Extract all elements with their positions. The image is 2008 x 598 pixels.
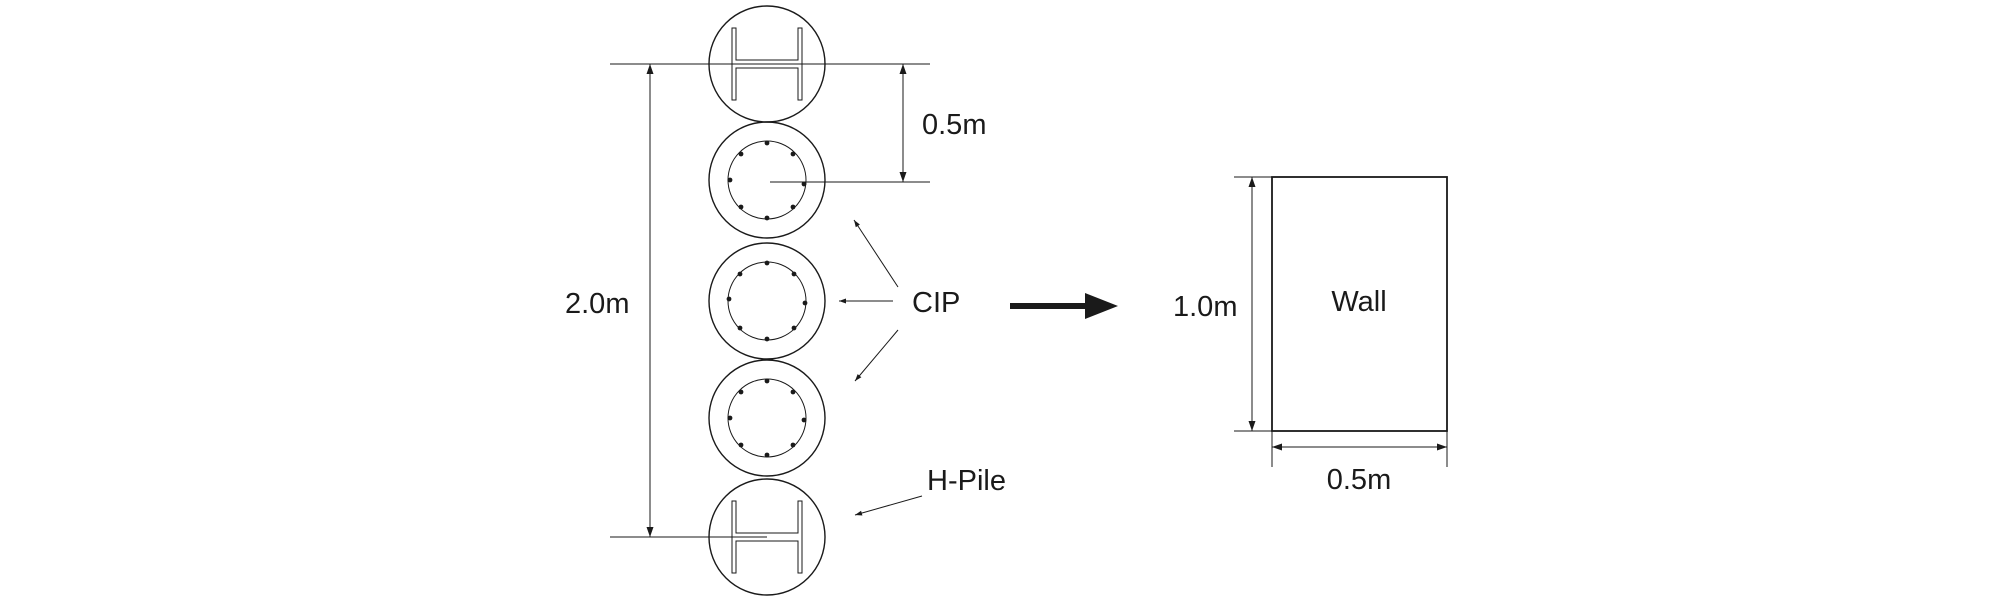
total-height-label: 2.0m — [565, 288, 629, 320]
cip-label: CIP — [912, 287, 960, 319]
rebar-dots — [726, 260, 808, 342]
rebar-dots — [727, 378, 807, 458]
wall-width-label: 0.5m — [1327, 464, 1391, 496]
total-height-dimension: 2.0m — [565, 63, 930, 538]
wall-rectangle — [1271, 176, 1448, 432]
wall-label: Wall — [1331, 286, 1386, 318]
pile-column — [708, 5, 826, 596]
cip-pile-2 — [708, 242, 826, 360]
wall-height-dimension: 1.0m — [1173, 176, 1272, 432]
cip-pile-3 — [708, 359, 826, 477]
h-pile-callout: H-Pile — [854, 465, 1006, 516]
transform-arrow — [1010, 293, 1118, 319]
spacing-dimension: 0.5m — [770, 64, 986, 183]
h-section-icon — [731, 500, 803, 574]
cip-pile-1 — [708, 121, 826, 239]
h-pile-label: H-Pile — [927, 465, 1006, 497]
equivalent-wall: Wall — [1271, 176, 1448, 432]
h-section-icon — [731, 27, 803, 101]
wall-height-label: 1.0m — [1173, 291, 1237, 323]
rebar-dots — [727, 140, 807, 221]
cip-callout: CIP — [839, 219, 960, 382]
wall-width-dimension: 0.5m — [1271, 431, 1448, 496]
spacing-label: 0.5m — [922, 109, 986, 141]
